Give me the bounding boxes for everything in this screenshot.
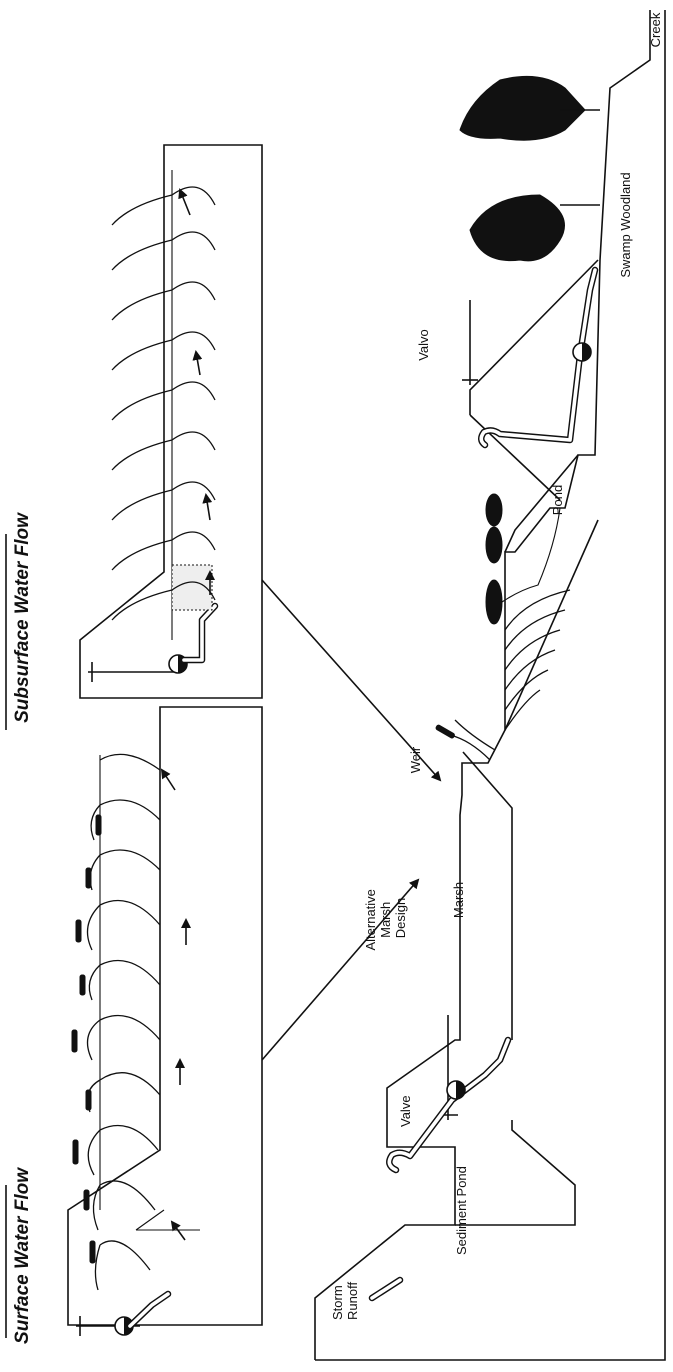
pond-label: Pond [550, 485, 565, 515]
valve-left-label: Valve [398, 1095, 413, 1127]
tree-icon [459, 75, 600, 141]
weir-label: Weir [408, 746, 423, 773]
marsh-label: Marsh [451, 882, 466, 918]
valve-right-label: Valvo [416, 329, 431, 361]
subsurface-title: Subsurface Water Flow [12, 512, 33, 723]
tree-icon [469, 194, 600, 262]
reed-plants-icon [504, 589, 571, 731]
reed-plants-icon [111, 186, 216, 621]
pointer-subsurface [261, 579, 442, 782]
storm-runoff-label: Storm Runoff [330, 1282, 360, 1320]
main-cross-section [314, 10, 666, 1361]
surface-title: Surface Water Flow [12, 1167, 33, 1344]
subsurface-flow-inset [79, 144, 263, 699]
cattail-plants-icon [71, 753, 161, 1291]
sediment-pond-label: Sediment Pond [454, 1166, 469, 1255]
alternative-marsh-design-label: Alternative Marsh Design [363, 885, 408, 950]
pointer-surface [261, 878, 420, 1061]
swamp-woodland-label: Swamp Woodland [618, 172, 633, 277]
surface-flow-inset [67, 706, 263, 1336]
creek-label: Creek [648, 12, 663, 47]
cattail-plants-icon [435, 719, 496, 761]
lily-pad-icon [485, 493, 503, 625]
